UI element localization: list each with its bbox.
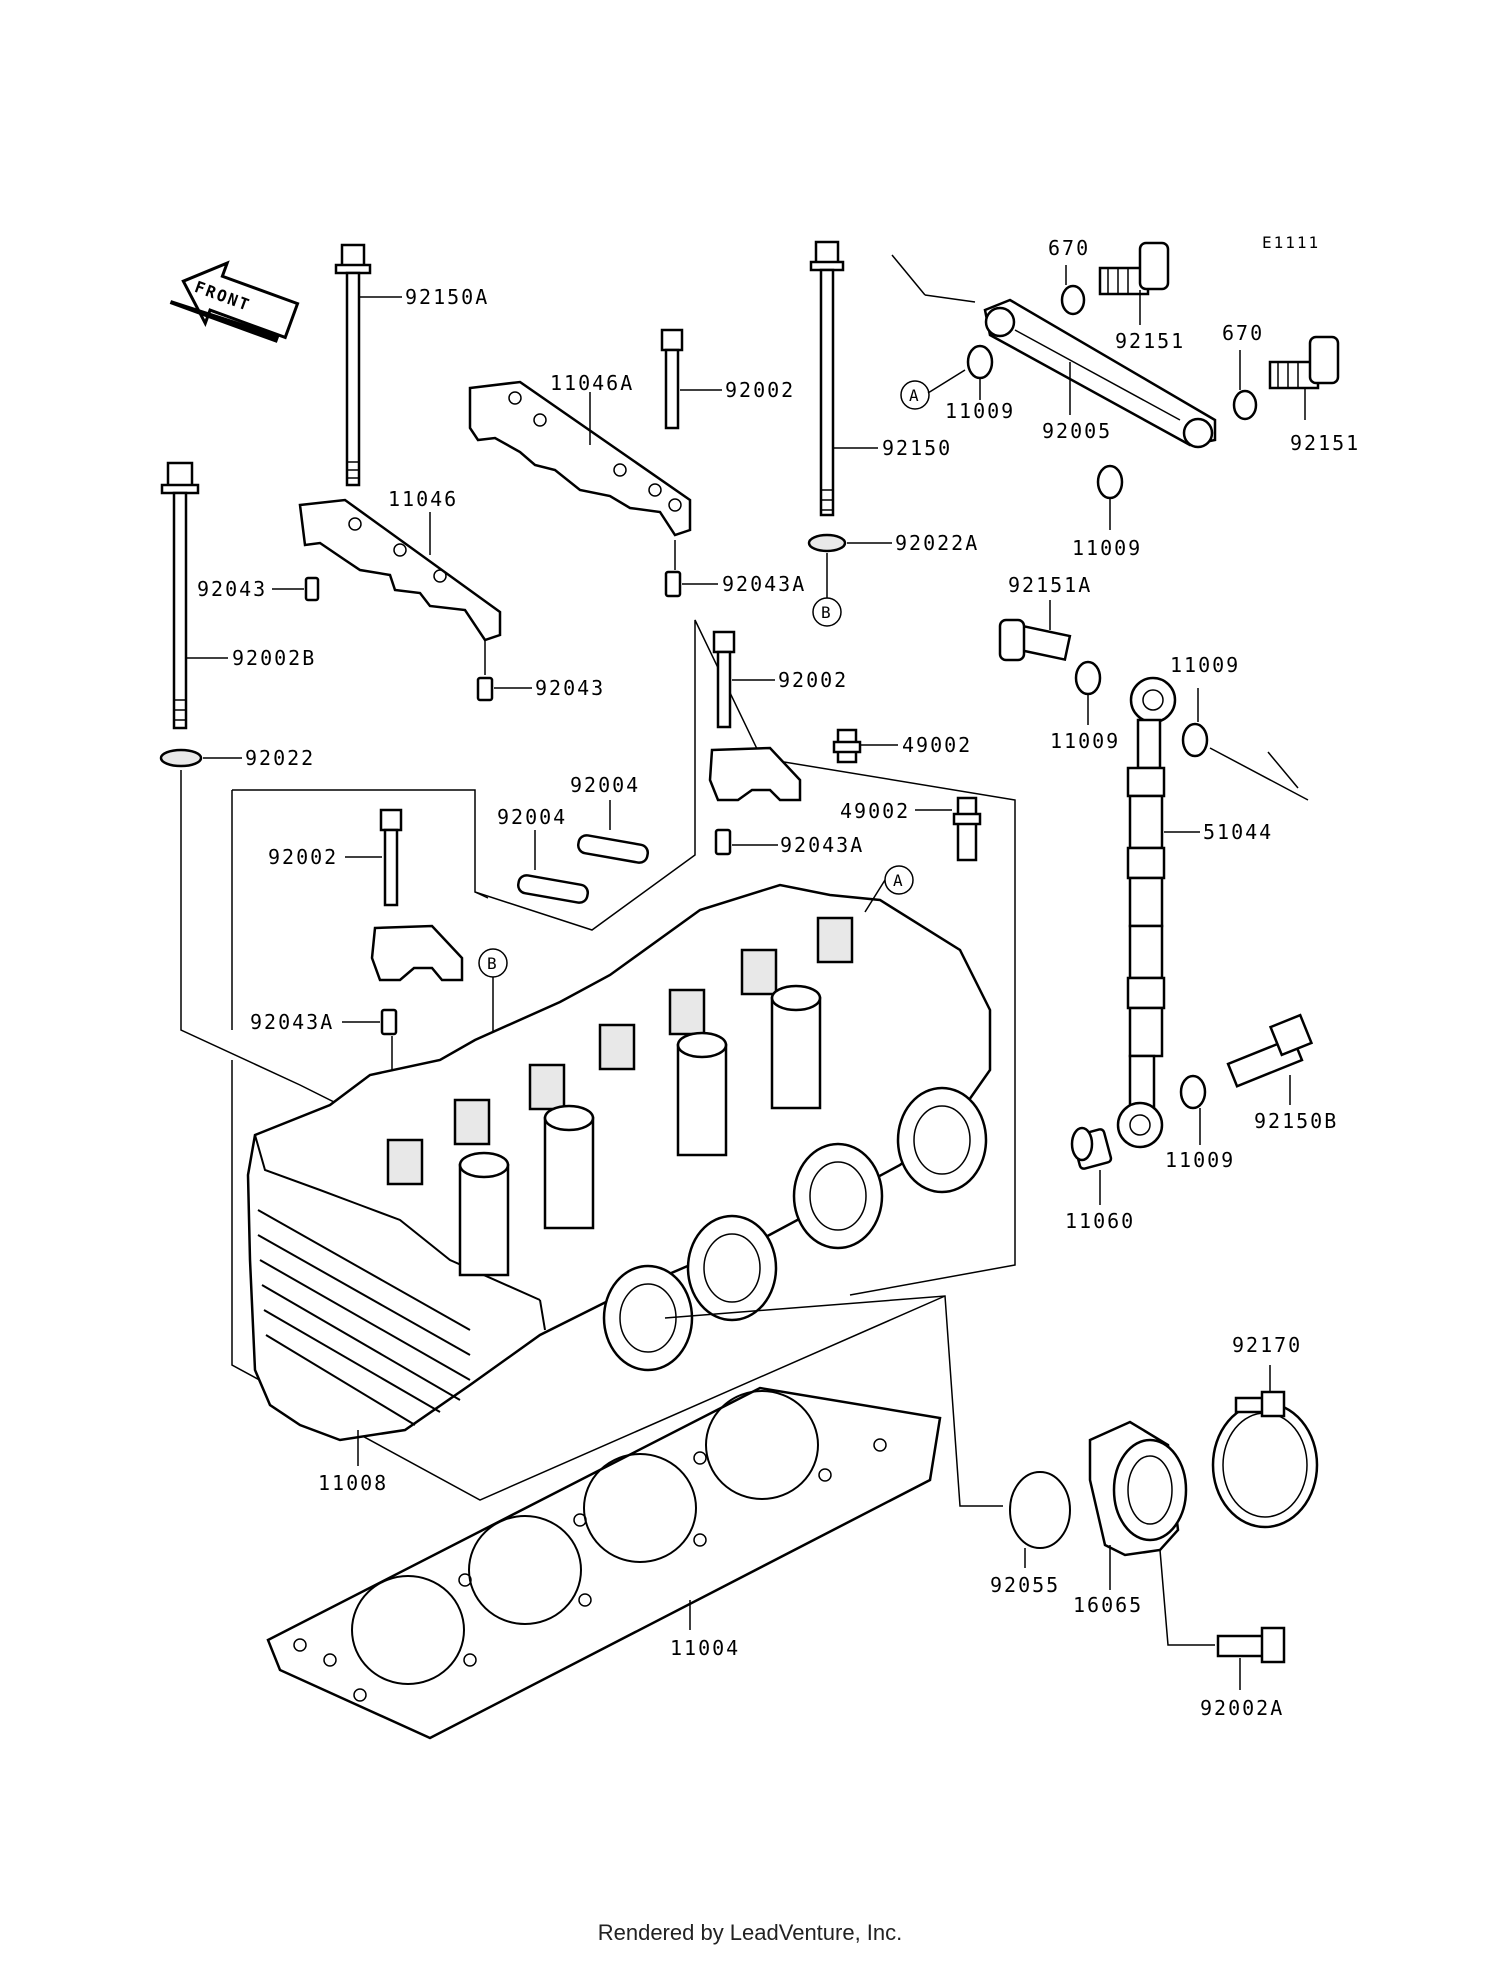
oring-670-b <box>1232 389 1258 421</box>
carb-holder-16065 <box>1088 1420 1188 1557</box>
label-92150: 92150 <box>882 436 952 460</box>
washer-92022a <box>807 533 847 553</box>
svg-text:A: A <box>909 386 921 405</box>
washer-11009-d <box>1181 722 1209 758</box>
label-92151a: 92151A <box>1008 573 1092 597</box>
fitting-49002-a <box>832 728 862 764</box>
label-11009-a: 11009 <box>945 399 1015 423</box>
dowel-92004-a <box>576 834 650 864</box>
label-16065: 16065 <box>1073 1593 1143 1617</box>
label-92043a-a: 92043A <box>722 572 806 596</box>
bolt-92002b <box>160 461 200 730</box>
dowel-92043-a <box>304 576 320 602</box>
diagram-code: E1111 <box>1262 233 1320 252</box>
ref-marker-a-top: A <box>900 380 930 410</box>
banjo-bolt-92151a <box>998 618 1072 662</box>
label-92022a: 92022A <box>895 531 979 555</box>
label-11060: 11060 <box>1065 1209 1135 1233</box>
cam-cap-11046a <box>468 380 692 537</box>
washer-11009-a <box>966 344 994 380</box>
label-92002-mid: 92002 <box>778 668 848 692</box>
label-49002-a: 49002 <box>902 733 972 757</box>
bolt-92150a <box>334 243 372 487</box>
label-11009-d: 11009 <box>1170 653 1240 677</box>
label-92002a: 92002A <box>1200 1696 1284 1720</box>
dowel-92043-b <box>476 676 494 702</box>
label-92055: 92055 <box>990 1573 1060 1597</box>
fitting-49002-b <box>952 796 982 862</box>
front-arrow-icon: FRONT <box>169 260 300 343</box>
washer-11009-e <box>1179 1074 1207 1110</box>
label-92002b: 92002B <box>232 646 316 670</box>
label-11046a: 11046A <box>550 371 634 395</box>
oil-pipe-51044 <box>1116 676 1177 1149</box>
label-11009-b: 11009 <box>1072 536 1142 560</box>
label-51044: 51044 <box>1203 820 1273 844</box>
label-92002-low: 92002 <box>268 845 338 869</box>
label-92004-b: 92004 <box>497 805 567 829</box>
dowel-92043a-b <box>714 828 732 856</box>
oring-92055 <box>1009 1471 1071 1549</box>
bolt-92002-low <box>379 808 403 907</box>
label-92004-a: 92004 <box>570 773 640 797</box>
bolt-92150b <box>1226 1013 1314 1088</box>
label-92151-a: 92151 <box>1115 329 1185 353</box>
oring-670-a <box>1060 284 1086 316</box>
label-92150a: 92150A <box>405 285 489 309</box>
label-92170: 92170 <box>1232 1333 1302 1357</box>
cam-cap-11046 <box>298 498 502 642</box>
washer-11009-c <box>1074 660 1102 696</box>
label-92043a-b: 92043A <box>780 833 864 857</box>
label-92005: 92005 <box>1042 419 1112 443</box>
ref-marker-b-low: B <box>478 948 508 978</box>
label-92022: 92022 <box>245 746 315 770</box>
label-92043a-c: 92043A <box>250 1010 334 1034</box>
bolt-92150 <box>809 240 845 517</box>
label-92043-b: 92043 <box>535 676 605 700</box>
washer-11009-b <box>1096 464 1124 500</box>
label-11008: 11008 <box>318 1471 388 1495</box>
label-92150b: 92150B <box>1254 1109 1338 1133</box>
head-gasket-11004 <box>266 1386 942 1740</box>
dowel-92004-b <box>516 874 590 904</box>
dowel-92043a-c <box>380 1008 398 1036</box>
footer-credit: Rendered by LeadVenture, Inc. <box>597 1920 903 1945</box>
label-92002-top: 92002 <box>725 378 795 402</box>
cam-cap-low <box>370 924 464 982</box>
label-670-a: 670 <box>1048 236 1090 260</box>
bolt-92002-mid <box>712 630 736 729</box>
svg-text:A: A <box>893 871 905 890</box>
dowel-92043a-a <box>664 570 682 598</box>
label-670-b: 670 <box>1222 321 1264 345</box>
svg-text:B: B <box>821 603 833 622</box>
collar-11060 <box>1070 1126 1113 1170</box>
banjo-bolt-92151-a <box>1098 241 1170 296</box>
banjo-bolt-92151-b <box>1268 335 1340 390</box>
label-92043-a: 92043 <box>197 577 267 601</box>
clamp-92170 <box>1211 1390 1319 1529</box>
cylinder-head-11008 <box>246 883 992 1442</box>
cam-cap-mid <box>708 746 802 802</box>
svg-text:B: B <box>487 954 499 973</box>
label-92151-b: 92151 <box>1290 431 1360 455</box>
oil-pipe-92005 <box>983 298 1217 449</box>
bolt-92002a <box>1216 1626 1286 1664</box>
ref-marker-b-top: B <box>812 597 842 627</box>
label-49002-b: 49002 <box>840 799 910 823</box>
ref-marker-a-low: A <box>884 865 914 895</box>
washer-92022 <box>159 748 203 768</box>
label-11009-e: 11009 <box>1165 1148 1235 1172</box>
label-11009-c: 11009 <box>1050 729 1120 753</box>
label-11004: 11004 <box>670 1636 740 1660</box>
label-11046: 11046 <box>388 487 458 511</box>
bolt-92002-top <box>660 328 684 430</box>
